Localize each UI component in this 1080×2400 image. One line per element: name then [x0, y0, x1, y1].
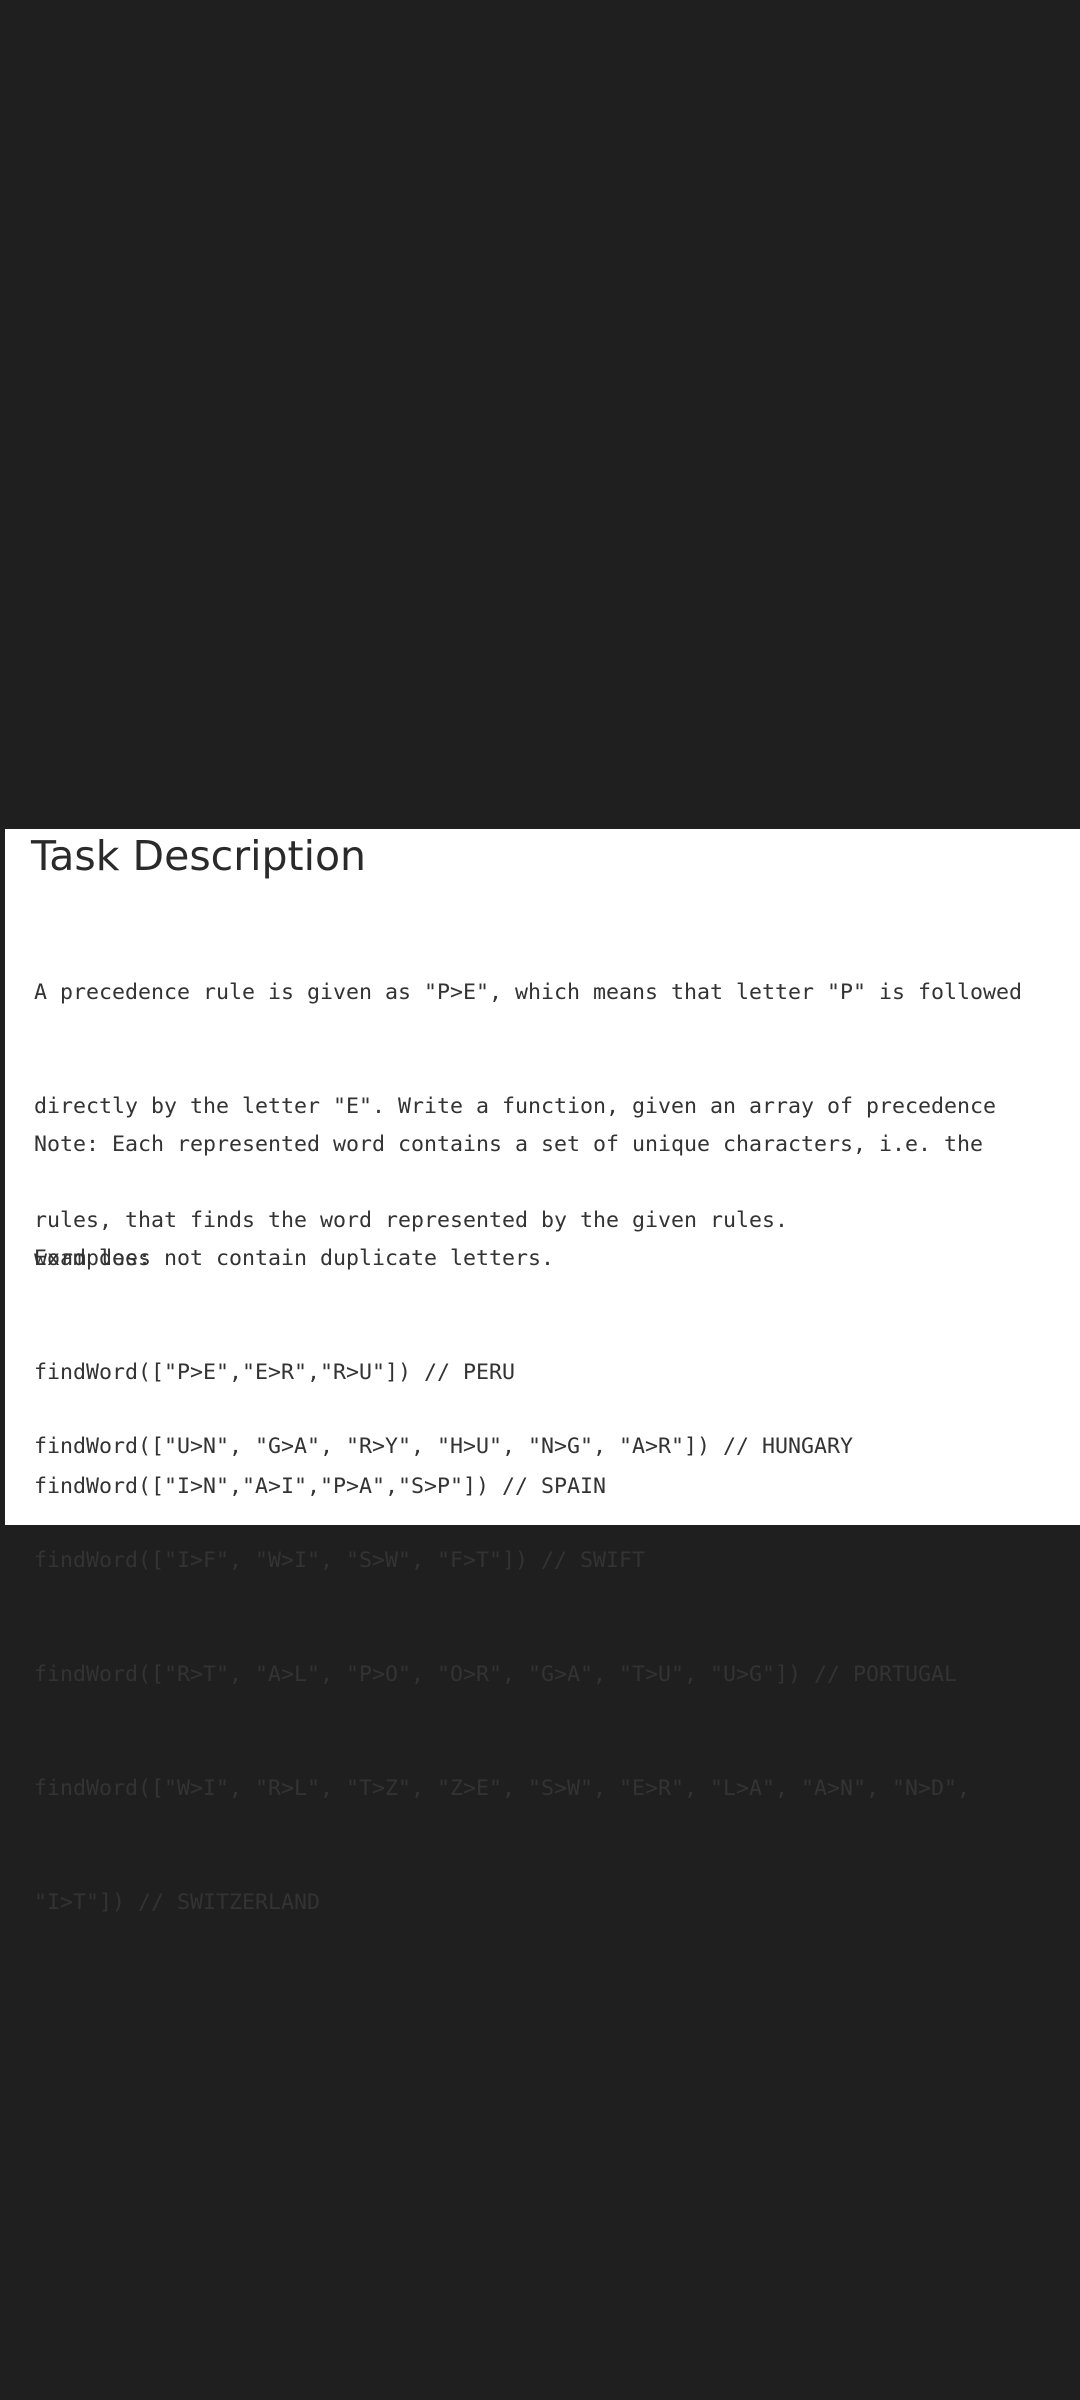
- more-examples-section: findWord(["U>N", "G>A", "R>Y", "H>U", "N…: [34, 1352, 970, 1998]
- example-line: findWord(["I>N","A>I","P>A","S>P"]) // S…: [34, 1474, 607, 1499]
- note-line: word does not contain duplicate letters.: [34, 1246, 555, 1271]
- task-title: Task Description: [31, 832, 367, 880]
- note-line: Note: Each represented word contains a s…: [34, 1132, 984, 1157]
- example-line: findWord(["U>N", "G>A", "R>Y", "H>U", "N…: [34, 1434, 854, 1459]
- description-line: A precedence rule is given as "P>E", whi…: [34, 980, 1023, 1005]
- example-line: findWord(["I>F", "W>I", "S>W", "F>T"]) /…: [34, 1548, 646, 1573]
- example-line: findWord(["R>T", "A>L", "P>O", "O>R", "G…: [34, 1662, 958, 1687]
- description-line: directly by the letter "E". Write a func…: [34, 1094, 997, 1119]
- example-line: findWord(["W>I", "R>L", "T>Z", "Z>E", "S…: [34, 1776, 971, 1801]
- task-description: A precedence rule is given as "P>E", whi…: [34, 898, 1022, 1316]
- example-line: findWord(["P>E","E>R","R>U"]) // PERU: [34, 1360, 516, 1385]
- description-line: rules, that finds the word represented b…: [34, 1208, 789, 1233]
- examples-label: Examples:: [34, 1246, 152, 1271]
- examples-section: Examples: findWord(["P>E","E>R","R>U"]) …: [34, 1164, 606, 1582]
- example-line: "I>T"]) // SWITZERLAND: [34, 1890, 321, 1915]
- task-note: Note: Each represented word contains a s…: [34, 1050, 983, 1354]
- task-card: [5, 829, 1080, 1525]
